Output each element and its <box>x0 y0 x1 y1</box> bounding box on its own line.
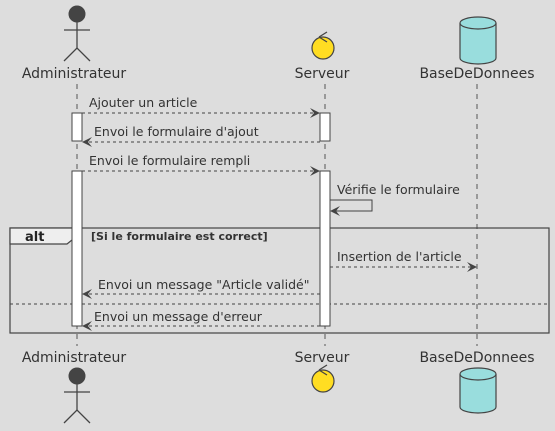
message-envoi-formulaire-rempli: Envoi le formulaire rempli <box>82 153 320 176</box>
participant-serveur-bottom: Serveur <box>295 350 350 393</box>
participant-serveur-top: Serveur <box>295 31 350 82</box>
activation-server-1 <box>319 112 331 142</box>
participant-administrateur-top: Administrateur <box>22 5 127 82</box>
participant-label: Serveur <box>295 350 350 366</box>
control-icon <box>311 364 335 393</box>
message-verifie-formulaire: Vérifie le formulaire <box>330 182 460 216</box>
activation-server-2 <box>319 170 331 327</box>
message-label: Envoi un message "Article validé" <box>98 277 309 292</box>
fragment-operator: alt <box>25 230 44 245</box>
participant-label: BaseDeDonnees <box>419 350 534 366</box>
control-icon <box>311 31 335 60</box>
database-icon <box>459 367 497 414</box>
participant-label: Serveur <box>295 66 350 82</box>
message-label: Envoi un message d'erreur <box>94 309 263 324</box>
participant-label: Administrateur <box>22 350 127 366</box>
message-label: Ajouter un article <box>89 95 198 110</box>
fragment-guard: [Si le formulaire est correct] <box>91 230 268 243</box>
message-label: Vérifie le formulaire <box>337 182 460 197</box>
actor-icon <box>63 5 91 62</box>
message-insertion-article: Insertion de l'article <box>330 249 477 272</box>
message-envoi-formulaire-ajout: Envoi le formulaire d'ajout <box>82 124 320 147</box>
database-icon <box>459 16 497 65</box>
message-erreur: Envoi un message d'erreur <box>82 309 320 331</box>
actor-icon <box>63 367 91 424</box>
participant-label: Administrateur <box>22 66 127 82</box>
activation-admin-1 <box>71 112 83 142</box>
participant-basededonnees-bottom: BaseDeDonnees <box>419 350 535 414</box>
message-ajouter-article: Ajouter un article <box>82 95 320 118</box>
message-label: Envoi le formulaire rempli <box>89 153 250 168</box>
participant-administrateur-bottom: Administrateur <box>22 350 127 424</box>
participant-label: BaseDeDonnees <box>419 66 534 82</box>
message-article-valide: Envoi un message "Article validé" <box>82 277 320 299</box>
activation-admin-2 <box>71 170 83 327</box>
participant-basededonnees-top: BaseDeDonnees <box>419 16 535 82</box>
message-label: Insertion de l'article <box>337 249 462 264</box>
message-label: Envoi le formulaire d'ajout <box>94 124 259 139</box>
alt-fragment: alt [Si le formulaire est correct] <box>9 227 550 334</box>
